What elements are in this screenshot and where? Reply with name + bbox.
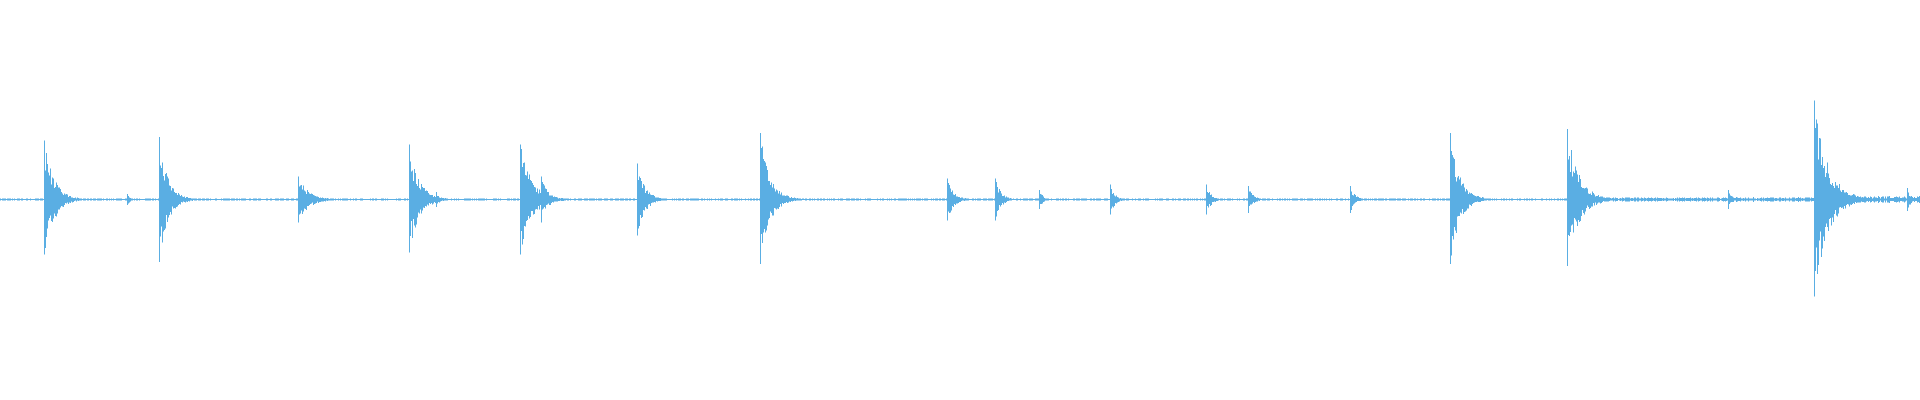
audio-waveform[interactable] xyxy=(0,0,1920,400)
